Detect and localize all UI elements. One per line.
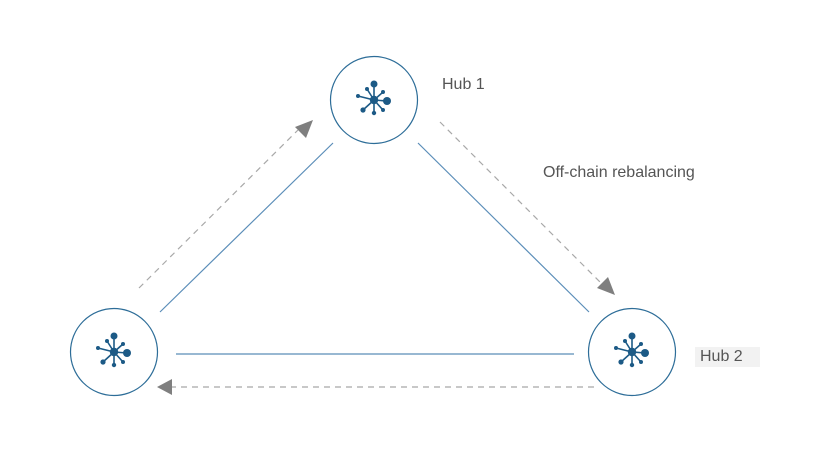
arrowhead-icon — [295, 120, 313, 138]
channel-line-left-hub1 — [159, 142, 334, 313]
dashed-flow-left-to-hub1 — [138, 120, 313, 289]
hub1-label: Hub 1 — [442, 76, 485, 93]
hub1-node — [329, 55, 419, 145]
dashed-flow-hub1-to-hub2 — [439, 121, 615, 295]
left-node — [69, 307, 159, 397]
arrowhead-icon — [597, 277, 615, 295]
channel-line-hub1-hub2 — [417, 142, 590, 313]
arrowhead-icon — [157, 379, 172, 395]
hub2-label: Hub 2 — [695, 347, 760, 367]
dashed-flow-hub2-to-left — [157, 379, 594, 395]
rebalancing-label: Off-chain rebalancing — [543, 164, 695, 181]
hub2-node — [587, 307, 677, 397]
